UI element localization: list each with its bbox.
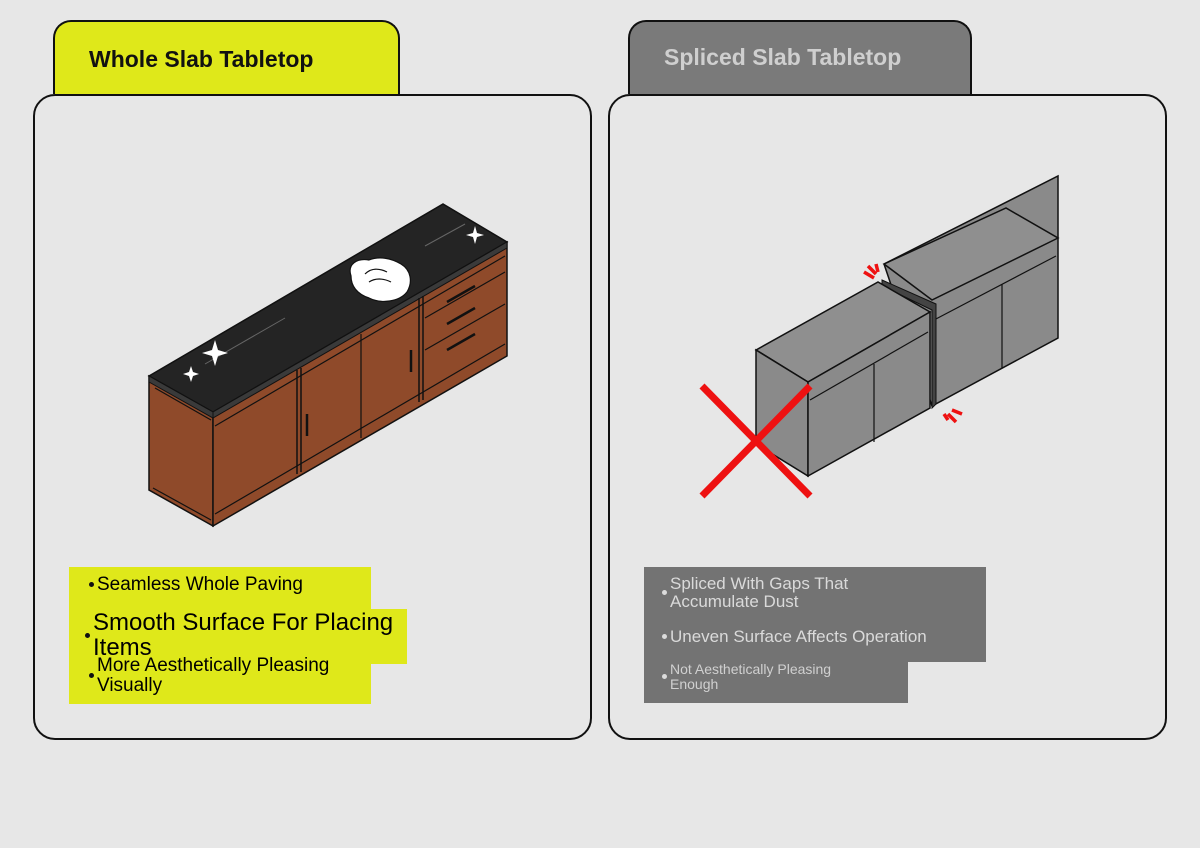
list-item: Seamless Whole Paving [89,575,319,595]
spliced-slab-issues-box [644,567,986,662]
cabinet-whole-slab-illustration [147,203,509,528]
list-item: Smooth Surface For Placing Items [85,610,415,660]
list-item: Not Aesthetically Pleasing Enough [662,662,882,691]
list-item: More Aesthetically Pleasing Visually [89,656,379,696]
wiping-hand-icon [349,257,411,302]
bullet-icon [662,590,667,596]
spliced-slab-panel: Spliced With Gaps That Accumulate Dust U… [608,94,1167,740]
bullet-icon [89,582,94,588]
whole-slab-features-box-extension [369,609,407,664]
alert-marks-icon [863,263,963,424]
list-item: Uneven Surface Affects Operation [662,628,982,646]
tab-spliced-slab-tabletop: Spliced Slab Tabletop [628,20,972,94]
whole-slab-features-box [69,567,371,704]
sparkle-icon [183,366,199,382]
spliced-slab-issues-box-bottom [644,662,908,703]
whole-slab-panel: Seamless Whole Paving Smooth Surface For… [33,94,592,740]
left-title: Whole Slab Tabletop [89,46,314,72]
sparkle-icon [202,340,228,366]
tab-whole-slab-tabletop: Whole Slab Tabletop [53,20,400,94]
bullet-icon [89,673,94,679]
list-item: Spliced With Gaps That Accumulate Dust [662,575,902,611]
cabinet-spliced-slab-illustration [699,174,1060,499]
right-title: Spliced Slab Tabletop [664,44,902,70]
bullet-icon [85,632,90,638]
bullet-icon [662,674,667,680]
sparkle-icon [466,226,484,244]
bullet-icon [662,634,667,640]
